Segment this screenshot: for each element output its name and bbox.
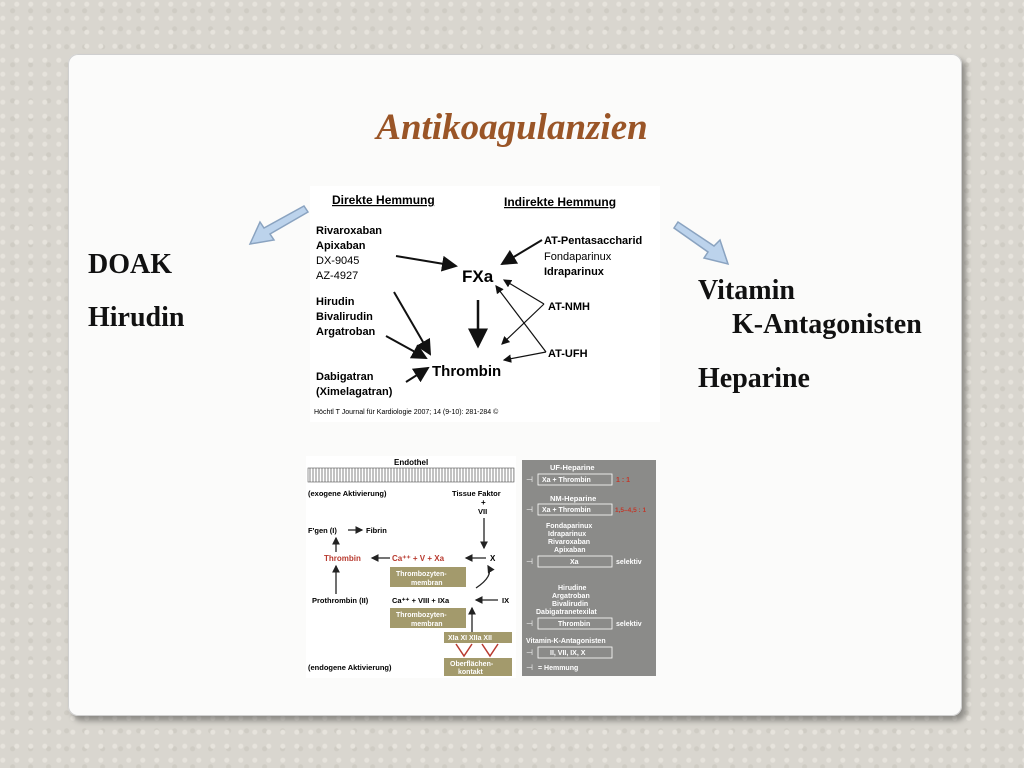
nm-inhibit-symbol: ⊣ bbox=[526, 505, 533, 514]
thrombo2-line1: Thrombozyten- bbox=[396, 612, 447, 619]
thrombo2-line2: membran bbox=[411, 621, 443, 628]
drug-hirudin: Hirudin bbox=[316, 296, 355, 308]
red-v-marks bbox=[455, 643, 499, 658]
uf-title: UF-Heparine bbox=[550, 463, 595, 472]
thrombo1-line2: membran bbox=[411, 580, 443, 587]
left-arrow-icon bbox=[248, 205, 310, 245]
xa-drug-1: Fondaparinux bbox=[546, 523, 592, 530]
thrombocyte-box-2 bbox=[390, 608, 466, 628]
label-vii: VII bbox=[478, 507, 487, 516]
inhibition-diagram: Direkte Hemmung Indirekte Hemmung Rivaro… bbox=[310, 186, 660, 422]
xa-drug-4: Apixaban bbox=[554, 547, 586, 554]
drug-fondaparinux: Fondaparinux bbox=[544, 251, 612, 263]
label-tissue-faktor: Tissue Faktor bbox=[452, 489, 501, 498]
hemmung-symbol: ⊣ bbox=[526, 663, 533, 672]
left-list: DOAK Hirudin bbox=[88, 248, 184, 335]
th-drug-2: Argatroban bbox=[552, 593, 590, 600]
left-item-hirudin: Hirudin bbox=[88, 302, 185, 333]
endothel-layer bbox=[307, 467, 515, 483]
xa-inhibit-symbol: ⊣ bbox=[526, 557, 533, 566]
header-indirect: Indirekte Hemmung bbox=[504, 195, 616, 209]
drug-at-pentasaccharid: AT-Pentasaccharid bbox=[544, 235, 642, 247]
drug-at-ufh: AT-UFH bbox=[548, 348, 588, 360]
th-drug-3: Bivalirudin bbox=[552, 601, 588, 608]
label-ca-viii-ixa: Ca⁺⁺ + VIII + IXa bbox=[392, 596, 450, 605]
drug-at-nmh: AT-NMH bbox=[548, 301, 590, 313]
label-plus: + bbox=[481, 498, 486, 507]
coagulation-cascade: Endothel (exogene Aktivierung) Tissue Fa… bbox=[306, 456, 516, 678]
label-xia: XIa XI XIIa XII bbox=[448, 635, 492, 642]
drug-rivaroxaban: Rivaroxaban bbox=[316, 225, 382, 237]
vka-title: Vitamin-K-Antagonisten bbox=[526, 638, 606, 645]
uf-inhibit-symbol: ⊣ bbox=[526, 475, 533, 484]
thrombocyte-box-1 bbox=[390, 567, 466, 587]
heparin-legend-panel: UF-Heparine ⊣ Xa + Thrombin 1 : 1 NM-Hep… bbox=[522, 460, 656, 676]
xa-selektiv: selektiv bbox=[616, 559, 642, 566]
nm-ratio: 1,5–4,5 : 1 bbox=[615, 507, 646, 514]
drug-ximelagatran: (Ximelagatran) bbox=[316, 386, 393, 398]
th-box bbox=[537, 617, 613, 630]
th-drug-4: Dabigatranetexilat bbox=[536, 609, 597, 616]
drug-apixaban: Apixaban bbox=[316, 240, 366, 252]
left-item-doak: DOAK bbox=[88, 249, 172, 280]
th-box-label: Thrombin bbox=[558, 621, 590, 628]
xia-box bbox=[444, 632, 512, 643]
uf-ratio: 1 : 1 bbox=[616, 477, 630, 484]
nm-title: NM-Heparine bbox=[550, 494, 596, 503]
xa-box-label: Xa bbox=[570, 559, 579, 566]
cascade-arrows bbox=[332, 518, 498, 632]
vka-box-label: II, VII, IX, X bbox=[550, 650, 586, 657]
slide-title: Antikoagulanzien bbox=[376, 107, 648, 148]
node-fxa: FXa bbox=[462, 267, 494, 286]
drug-az4927: AZ-4927 bbox=[316, 270, 358, 282]
label-x: X bbox=[490, 554, 496, 563]
arrows bbox=[385, 239, 547, 383]
uf-box-label: Xa + Thrombin bbox=[542, 477, 591, 484]
label-ca-v-xa: Ca⁺⁺ + V + Xa bbox=[392, 554, 445, 563]
label-endogen: (endogene Aktivierung) bbox=[308, 663, 392, 672]
oberflaechen-line2: kontakt bbox=[458, 669, 484, 676]
oberflaechen-box bbox=[444, 658, 512, 676]
hemmung-legend: = Hemmung bbox=[538, 665, 578, 672]
right-arrow-icon bbox=[672, 220, 730, 266]
drug-argatroban: Argatroban bbox=[316, 326, 376, 338]
right-item-vitamin: Vitamin bbox=[698, 275, 795, 306]
nm-box-label: Xa + Thrombin bbox=[542, 507, 591, 514]
right-list: Vitamin K-Antagonisten Heparine bbox=[698, 274, 922, 396]
node-thrombin: Thrombin bbox=[432, 363, 501, 380]
th-drug-1: Hirudine bbox=[558, 585, 586, 592]
th-selektiv: selektiv bbox=[616, 621, 642, 628]
th-inhibit-symbol: ⊣ bbox=[526, 619, 533, 628]
vka-inhibit-symbol: ⊣ bbox=[526, 648, 533, 657]
right-item-k-antagonisten: K-Antagonisten bbox=[732, 309, 922, 340]
oberflaechen-line1: Oberflächen- bbox=[450, 661, 494, 668]
label-thrombin: Thrombin bbox=[324, 554, 361, 563]
vka-box bbox=[537, 646, 613, 659]
citation: Höchtl T Journal für Kardiologie 2007; 1… bbox=[314, 408, 499, 416]
drug-dabigatran: Dabigatran bbox=[316, 371, 374, 383]
label-ix: IX bbox=[502, 596, 509, 605]
xa-drug-2: Idraparinux bbox=[548, 531, 586, 538]
thrombo1-line1: Thrombozyten- bbox=[396, 571, 447, 578]
drug-dx9045: DX-9045 bbox=[316, 255, 359, 267]
header-direct: Direkte Hemmung bbox=[332, 193, 435, 207]
label-prothrombin: Prothrombin (II) bbox=[312, 596, 369, 605]
label-endothel: Endothel bbox=[394, 458, 428, 467]
drug-idraparinux: Idraparinux bbox=[544, 266, 605, 278]
drug-bivalirudin: Bivalirudin bbox=[316, 311, 373, 323]
nm-box bbox=[537, 503, 613, 516]
xa-box bbox=[537, 555, 613, 568]
label-fibrin: Fibrin bbox=[366, 526, 387, 535]
right-item-heparine: Heparine bbox=[698, 363, 810, 394]
uf-box bbox=[537, 473, 613, 486]
label-fgen: F'gen (I) bbox=[308, 526, 337, 535]
xa-drug-3: Rivaroxaban bbox=[548, 539, 590, 546]
label-exogen: (exogene Aktivierung) bbox=[308, 489, 387, 498]
